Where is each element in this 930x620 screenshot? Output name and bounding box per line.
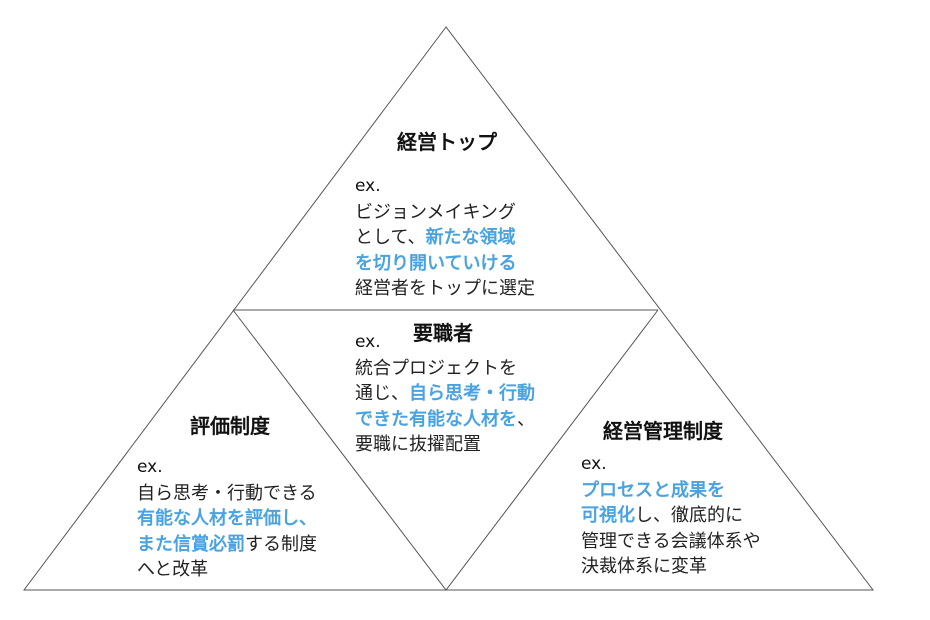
text-segment: へと改革 bbox=[137, 559, 209, 580]
text-segment: 管理できる会議体系や bbox=[581, 530, 761, 552]
text-segment: する制度 bbox=[245, 533, 317, 555]
text-line: ビジョンメイキング bbox=[355, 200, 535, 226]
text-line: として、新たな領域 bbox=[355, 225, 535, 251]
text-line: 有能な人材を評価し、 bbox=[137, 506, 317, 532]
text-line: また信賞必罰する制度 bbox=[137, 532, 317, 558]
text-segment: し、徹底的に bbox=[635, 505, 743, 526]
right-title: 経営管理制度 bbox=[603, 419, 723, 443]
text-line: 要職に抜擢配置 bbox=[355, 432, 535, 458]
text-line: できた有能な人材を、 bbox=[355, 407, 535, 433]
middle-title: 要職者 bbox=[413, 321, 473, 345]
text-segment: 決裁体系に変革 bbox=[581, 556, 707, 577]
top-title: 経営トップ bbox=[397, 130, 497, 154]
text-segment: として、 bbox=[355, 227, 426, 248]
right-ex: ex. bbox=[581, 454, 607, 474]
outer-triangle bbox=[23, 26, 875, 591]
highlight-segment: また信賞必罰 bbox=[137, 533, 245, 555]
text-segment: 、 bbox=[517, 408, 535, 430]
text-segment: 経営者をトップに選定 bbox=[355, 278, 535, 299]
highlight-segment: できた有能な人材を bbox=[355, 408, 517, 430]
highlight-segment: 可視化 bbox=[581, 505, 635, 526]
highlight-segment: 新たな領域 bbox=[425, 227, 516, 248]
top-text: ex. ビジョンメイキング として、新たな領域 を切り開いていける 経営者をトッ… bbox=[355, 174, 535, 302]
middle-text: ex. 統合プロジェクトを 通じ、自ら思考・行動 できた有能な人材を、 要職に抜… bbox=[355, 330, 535, 458]
text-line: 自ら思考・行動できる bbox=[137, 481, 317, 507]
highlight-segment: プロセスと成果を bbox=[581, 479, 725, 501]
text-segment: 通じ、 bbox=[355, 383, 409, 404]
text-line: 管理できる会議体系や bbox=[581, 529, 761, 555]
text-line: 可視化し、徹底的に bbox=[581, 503, 761, 529]
highlight-segment: 有能な人材を評価し、 bbox=[137, 508, 317, 529]
left-text: ex. 自ら思考・行動できる 有能な人材を評価し、 また信賞必罰する制度 へと改… bbox=[137, 455, 317, 583]
text-line: 通じ、自ら思考・行動 bbox=[355, 381, 535, 407]
text-line: 統合プロジェクトを bbox=[355, 356, 535, 382]
highlight-segment: を切り開いていける bbox=[355, 252, 517, 274]
text-segment: ビジョンメイキング bbox=[355, 201, 516, 223]
inverted-triangle bbox=[232, 309, 659, 591]
top-ex: ex. bbox=[355, 176, 381, 196]
text-line: 経営者をトップに選定 bbox=[355, 276, 535, 302]
text-segment: 要職に抜擢配置 bbox=[355, 434, 481, 455]
text-line: へと改革 bbox=[137, 557, 317, 583]
text-segment: 自ら思考・行動できる bbox=[137, 482, 317, 504]
right-text: ex. プロセスと成果を 可視化し、徹底的に 管理できる会議体系や 決裁体系に変… bbox=[581, 452, 761, 580]
text-line: 決裁体系に変革 bbox=[581, 554, 761, 580]
left-title: 評価制度 bbox=[190, 414, 270, 438]
left-ex: ex. bbox=[137, 457, 163, 477]
text-line: を切り開いていける bbox=[355, 251, 535, 277]
middle-ex: ex. bbox=[355, 332, 381, 352]
text-segment: 統合プロジェクトを bbox=[355, 357, 517, 379]
highlight-segment: 自ら思考・行動 bbox=[409, 383, 535, 404]
text-line: プロセスと成果を bbox=[581, 478, 761, 504]
